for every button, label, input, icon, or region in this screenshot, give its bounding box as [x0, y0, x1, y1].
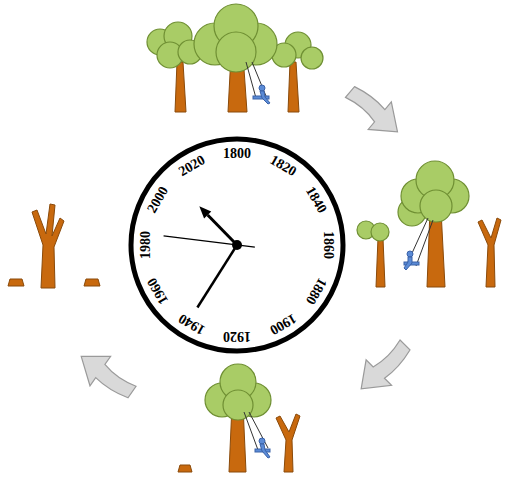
sparse-forest	[178, 364, 300, 472]
clock-face: 1800182018401860188019001920194019601980…	[127, 135, 347, 355]
full-forest	[147, 4, 323, 112]
deforested-land	[8, 204, 100, 288]
clock-hands	[164, 206, 255, 307]
clock-outline	[127, 135, 347, 355]
clock-rim	[131, 139, 343, 351]
thinning-forest	[357, 161, 501, 287]
year-mark: 1800	[223, 147, 251, 161]
year-mark: 1920	[223, 329, 251, 343]
cycle-arrows	[70, 77, 418, 407]
year-mark: 1860	[321, 231, 335, 259]
year-mark: 1980	[139, 231, 153, 259]
